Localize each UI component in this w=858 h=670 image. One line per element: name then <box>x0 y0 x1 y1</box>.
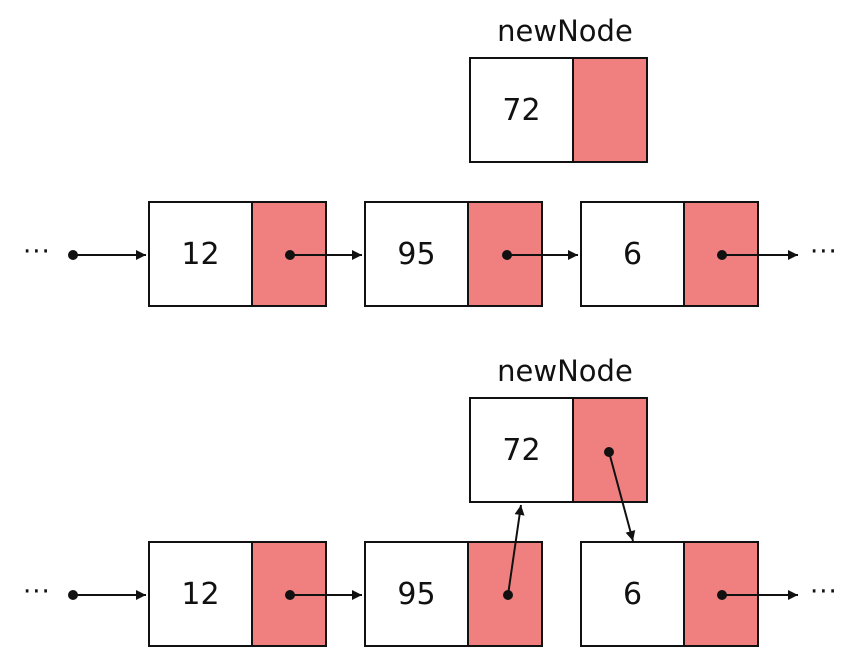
node-pointer-cell <box>251 541 327 647</box>
node-value: 95 <box>364 541 469 647</box>
node-value: 12 <box>148 541 253 647</box>
pointer-dot <box>68 250 78 260</box>
list-node-6: 6 <box>580 201 759 307</box>
ellipsis-left: ··· <box>23 577 51 607</box>
pointer-dot <box>68 590 78 600</box>
node-value: 6 <box>580 541 685 647</box>
node-value: 6 <box>580 201 685 307</box>
node-pointer-cell <box>683 541 759 647</box>
new-node-value: 72 <box>469 57 574 163</box>
list-node-12: 12 <box>148 201 327 307</box>
list-node-6: 6 <box>580 541 759 647</box>
ellipsis-left: ··· <box>23 237 51 267</box>
new-node: 72 <box>469 57 648 163</box>
new-node: 72 <box>469 397 648 503</box>
node-value: 12 <box>148 201 253 307</box>
list-node-95: 95 <box>364 541 543 647</box>
node-value: 95 <box>364 201 469 307</box>
node-pointer-cell <box>683 201 759 307</box>
new-node-pointer-cell <box>572 397 648 503</box>
new-node-label: newNode <box>497 354 633 388</box>
list-node-95: 95 <box>364 201 543 307</box>
node-pointer-cell <box>467 541 543 647</box>
node-pointer-cell <box>467 201 543 307</box>
new-node-label: newNode <box>497 14 633 48</box>
node-pointer-cell <box>251 201 327 307</box>
new-node-value: 72 <box>469 397 574 503</box>
new-node-pointer-cell <box>572 57 648 163</box>
list-node-12: 12 <box>148 541 327 647</box>
ellipsis-right: ··· <box>810 237 838 267</box>
ellipsis-right: ··· <box>810 577 838 607</box>
